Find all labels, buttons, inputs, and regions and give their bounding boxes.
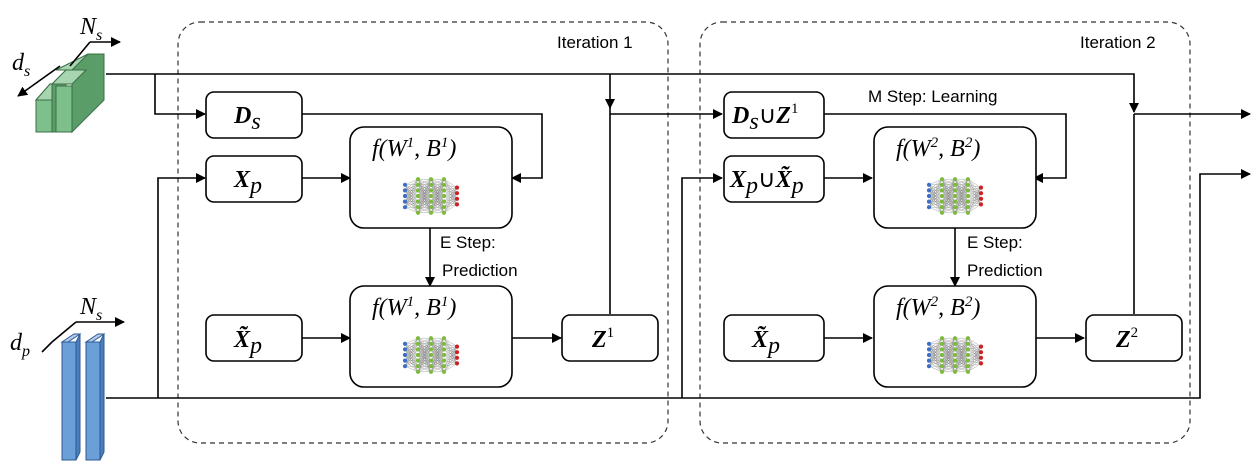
- prediction-data-block: [60, 333, 106, 461]
- source-count-label: Ns: [79, 14, 102, 44]
- source-data-block: [34, 53, 105, 134]
- ds-to-model-line: [302, 113, 543, 183]
- e-step-label-1a: E Step:: [440, 233, 496, 252]
- neural-net-icon-2a: [926, 177, 984, 215]
- iteration-1-frame: [177, 21, 669, 444]
- neural-net-icon-1b: [402, 336, 460, 374]
- prediction-count-label: Ns: [79, 294, 102, 324]
- iteration-1-title: Iteration 1: [557, 33, 633, 52]
- prediction-continue-line: [668, 169, 1251, 399]
- ds-box: [205, 91, 303, 139]
- model-bottom-1-label: f(W1, B1): [372, 294, 456, 321]
- e-step-label-1b: Prediction: [442, 261, 518, 280]
- model-top-2-label: f(W2, B2): [896, 135, 980, 162]
- xp-union-box: [723, 155, 825, 203]
- xtilde-box-2-label: X̃p: [751, 327, 780, 359]
- iteration-2-title: Iteration 2: [1080, 33, 1156, 52]
- e-step-label-2a: E Step:: [967, 233, 1023, 252]
- prediction-dim-label: dp: [10, 330, 30, 360]
- xp-union-box-label: Xp∪X̃p: [729, 167, 804, 199]
- ds-box-label: Ds: [233, 103, 261, 135]
- source-slab-2: [55, 85, 73, 133]
- z1-box: [561, 314, 659, 362]
- source-main-line: [106, 73, 1139, 113]
- xtilde-box-1: [205, 314, 303, 362]
- z2-box-label: Z2: [1115, 325, 1138, 353]
- prediction-dim-tick: [41, 341, 53, 353]
- model-top-1-label: f(W1, B1): [372, 135, 456, 162]
- source-dim-label: ds: [12, 50, 30, 80]
- model-bottom-2-label: f(W2, B2): [896, 294, 980, 321]
- prediction-depth-edge: [51, 321, 77, 343]
- ds-union-box-label: Ds∪Z1: [731, 101, 798, 135]
- z1-box-label: Z1: [591, 325, 614, 353]
- prediction-slab-2: [85, 341, 101, 461]
- z2-box: [1085, 314, 1183, 362]
- iteration-2-frame: [699, 21, 1191, 444]
- neural-net-icon-2b: [926, 336, 984, 374]
- prediction-to-xp-line: [157, 173, 206, 398]
- ds-union-box: [723, 91, 825, 139]
- xp-box: [205, 155, 303, 203]
- m-step-label: M Step: Learning: [868, 87, 997, 106]
- source-depth-edge: [69, 41, 91, 67]
- prediction-slab-1: [61, 341, 77, 461]
- source-dim-arrow: [17, 65, 61, 97]
- xtilde-box-1-label: X̃p: [233, 327, 262, 359]
- xtilde-box-2: [723, 314, 825, 362]
- source-to-ds-line: [154, 74, 206, 119]
- ds-union-to-model-line: [822, 113, 1067, 183]
- prediction-to-xp-union-line: [681, 173, 723, 398]
- e-step-label-2b: Prediction: [967, 261, 1043, 280]
- neural-net-icon-1a: [402, 177, 460, 215]
- xp-box-label: Xp: [233, 167, 262, 199]
- source-slab-1: [35, 99, 53, 133]
